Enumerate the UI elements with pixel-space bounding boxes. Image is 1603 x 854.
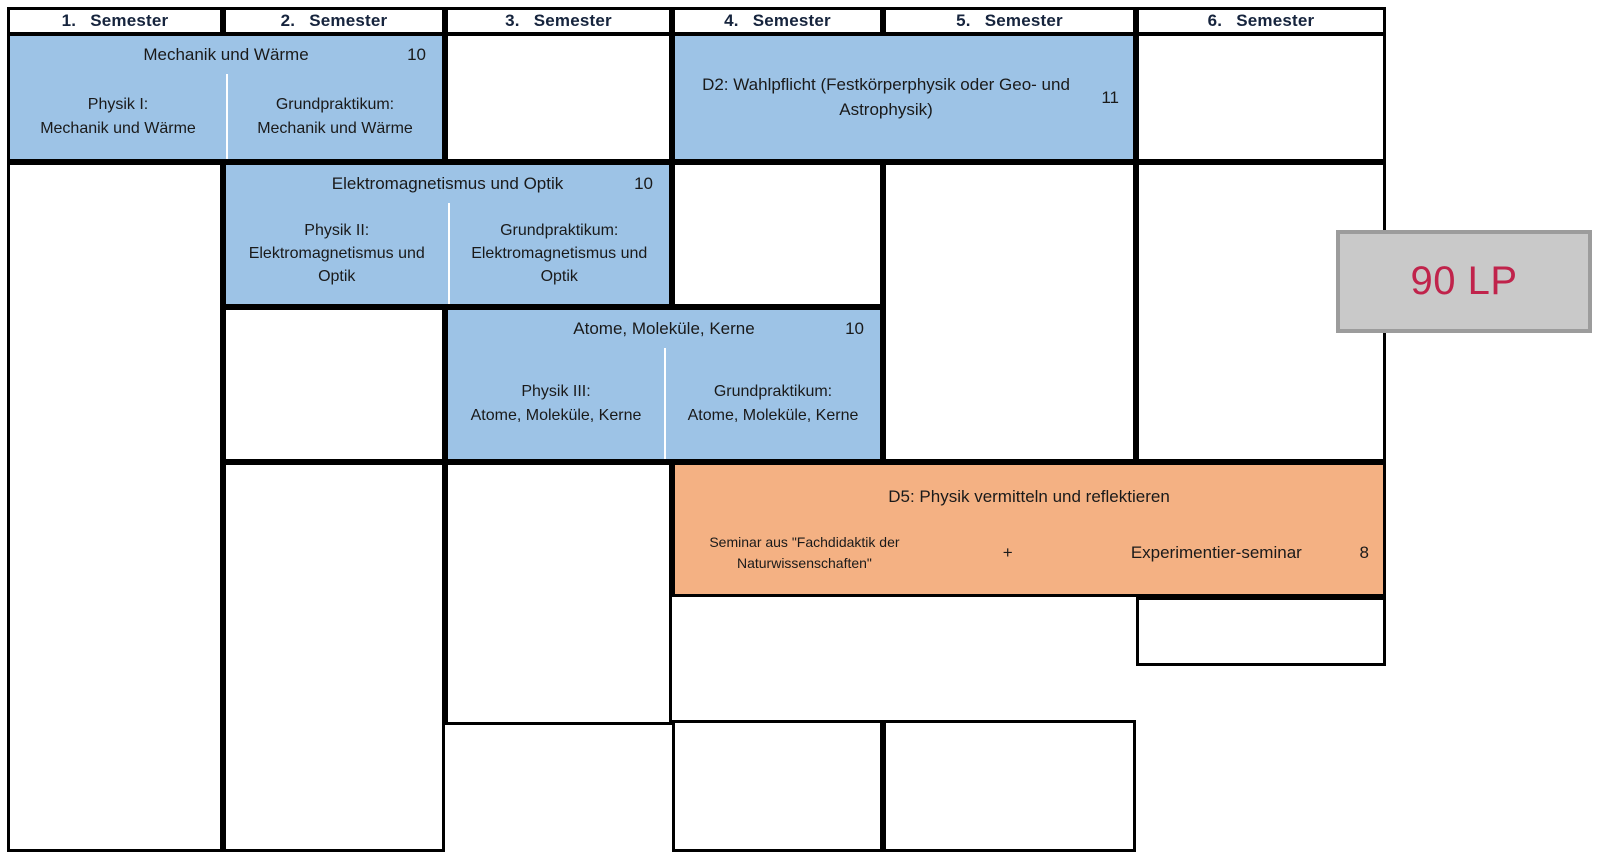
semester-label: Semester	[533, 11, 612, 30]
empty-cell-sem3-row4	[445, 462, 672, 725]
module-credits: 10	[634, 174, 653, 193]
subpart-line-2: Atome, Moleküle, Kerne	[687, 406, 859, 424]
module-credits: 11	[1101, 87, 1119, 107]
subpart-line-2: Mechanik und Wärme	[40, 119, 196, 137]
empty-cell-sem4-row2	[672, 162, 883, 307]
empty-cell-sem2-row3	[223, 307, 445, 462]
module-title: Elektromagnetismus und Optik	[331, 174, 564, 193]
subpart-line-1: Physik III:	[521, 383, 591, 401]
empty-cell-sem4-row7	[672, 720, 883, 852]
semester-label: Semester	[90, 11, 169, 30]
empty-cell-sem2-tall	[223, 462, 445, 852]
module-subpart-lecture: Physik II: Elektromagnetismus und Optik	[226, 203, 448, 304]
module-title-row: Atome, Moleküle, Kerne 10	[448, 310, 880, 348]
total-credits-callout: 90 LP	[1336, 230, 1592, 333]
module-credits: 8	[1359, 542, 1369, 562]
module-credits: 10	[845, 319, 864, 338]
semester-label: Semester	[984, 11, 1063, 30]
column-header-semester-2: 2. Semester	[223, 7, 445, 35]
column-header-semester-5: 5. Semester	[883, 7, 1136, 35]
module-subpart-lab: Grundpraktikum: Mechanik und Wärme	[226, 74, 442, 159]
module-title-row: Mechanik und Wärme 10	[10, 36, 442, 74]
module-subparts: Physik II: Elektromagnetismus und Optik …	[226, 203, 669, 304]
module-subpart-experimentierseminar: Experimentier-seminar	[1130, 542, 1302, 562]
module-subpart-lab: Grundpraktikum: Atome, Moleküle, Kerne	[664, 348, 880, 459]
module-title-row: Elektromagnetismus und Optik 10	[226, 165, 669, 203]
subpart-line-2: Elektromagnetismus und Optik	[248, 244, 425, 286]
subpart-line-1: Physik I:	[87, 96, 149, 114]
module-subparts: Physik I: Mechanik und Wärme Grundprakti…	[10, 74, 442, 159]
semester-label: Semester	[1236, 11, 1315, 30]
subpart-line-1: Grundpraktikum:	[500, 221, 619, 239]
subpart-line-2: Mechanik und Wärme	[257, 119, 413, 137]
empty-cell-sem3-row1	[445, 33, 672, 162]
module-title: Atome, Moleküle, Kerne	[573, 319, 755, 338]
module-title: D5: Physik vermitteln und reflektieren	[888, 487, 1170, 506]
subpart-line-2: Atome, Moleküle, Kerne	[470, 406, 642, 424]
module-elektromagnetismus-und-optik[interactable]: Elektromagnetismus und Optik 10 Physik I…	[223, 162, 672, 307]
semester-label: Semester	[309, 11, 388, 30]
semester-label: Semester	[752, 11, 831, 30]
module-title: Mechanik und Wärme	[143, 45, 309, 64]
module-atome-molekuele-kerne[interactable]: Atome, Moleküle, Kerne 10 Physik III: At…	[445, 307, 883, 462]
semester-grid: 1. Semester 2. Semester 3. Semester 4. S…	[7, 7, 1418, 852]
subpart-line-1: Physik II:	[304, 221, 370, 239]
column-header-semester-6: 6. Semester	[1136, 7, 1386, 35]
semester-number: 6.	[1207, 11, 1223, 30]
subpart-line-1: Grundpraktikum:	[275, 96, 395, 114]
subpart-line-1: Grundpraktikum:	[713, 383, 833, 401]
subpart-line-2: Elektromagnetismus und Optik	[471, 244, 648, 286]
module-subparts: Seminar aus "Fachdidaktik der Naturwisse…	[675, 511, 1383, 594]
semester-number: 4.	[724, 11, 739, 30]
column-header-semester-4: 4. Semester	[672, 7, 883, 35]
module-mechanik-und-waerme[interactable]: Mechanik und Wärme 10 Physik I: Mechanik…	[7, 33, 445, 162]
column-header-semester-1: 1. Semester	[7, 7, 223, 35]
module-subparts: Physik III: Atome, Moleküle, Kerne Grund…	[448, 348, 880, 459]
column-header-semester-3: 3. Semester	[445, 7, 672, 35]
module-d2-wahlpflicht[interactable]: D2: Wahlpflicht (Festkörperphysik oder G…	[672, 33, 1136, 162]
module-subpart-lab: Grundpraktikum: Elektromagnetismus und O…	[447, 203, 670, 304]
empty-cell-sem5-row2	[883, 162, 1136, 462]
empty-cell-sem1-tall	[7, 162, 223, 852]
empty-cell-sem5-row7	[883, 720, 1136, 852]
semester-number: 5.	[956, 11, 971, 30]
semester-number: 3.	[505, 11, 520, 30]
module-credits: 10	[407, 45, 426, 64]
module-subpart-seminar: Seminar aus "Fachdidaktik der Naturwisse…	[709, 533, 900, 571]
total-credits-label: 90 LP	[1410, 259, 1518, 303]
empty-cell-sem6-row5	[1136, 597, 1386, 666]
module-subpart-lecture: Physik III: Atome, Moleküle, Kerne	[448, 348, 664, 459]
module-plus-sign: +	[1002, 542, 1013, 562]
module-title: D2: Wahlpflicht (Festkörperphysik oder G…	[702, 74, 1070, 119]
semester-number: 2.	[280, 11, 296, 30]
semester-number: 1.	[61, 11, 77, 30]
empty-cell-sem6-row1	[1136, 33, 1386, 162]
module-d5-physik-vermitteln[interactable]: D5: Physik vermitteln und reflektieren S…	[672, 462, 1386, 597]
module-subpart-lecture: Physik I: Mechanik und Wärme	[10, 74, 226, 159]
